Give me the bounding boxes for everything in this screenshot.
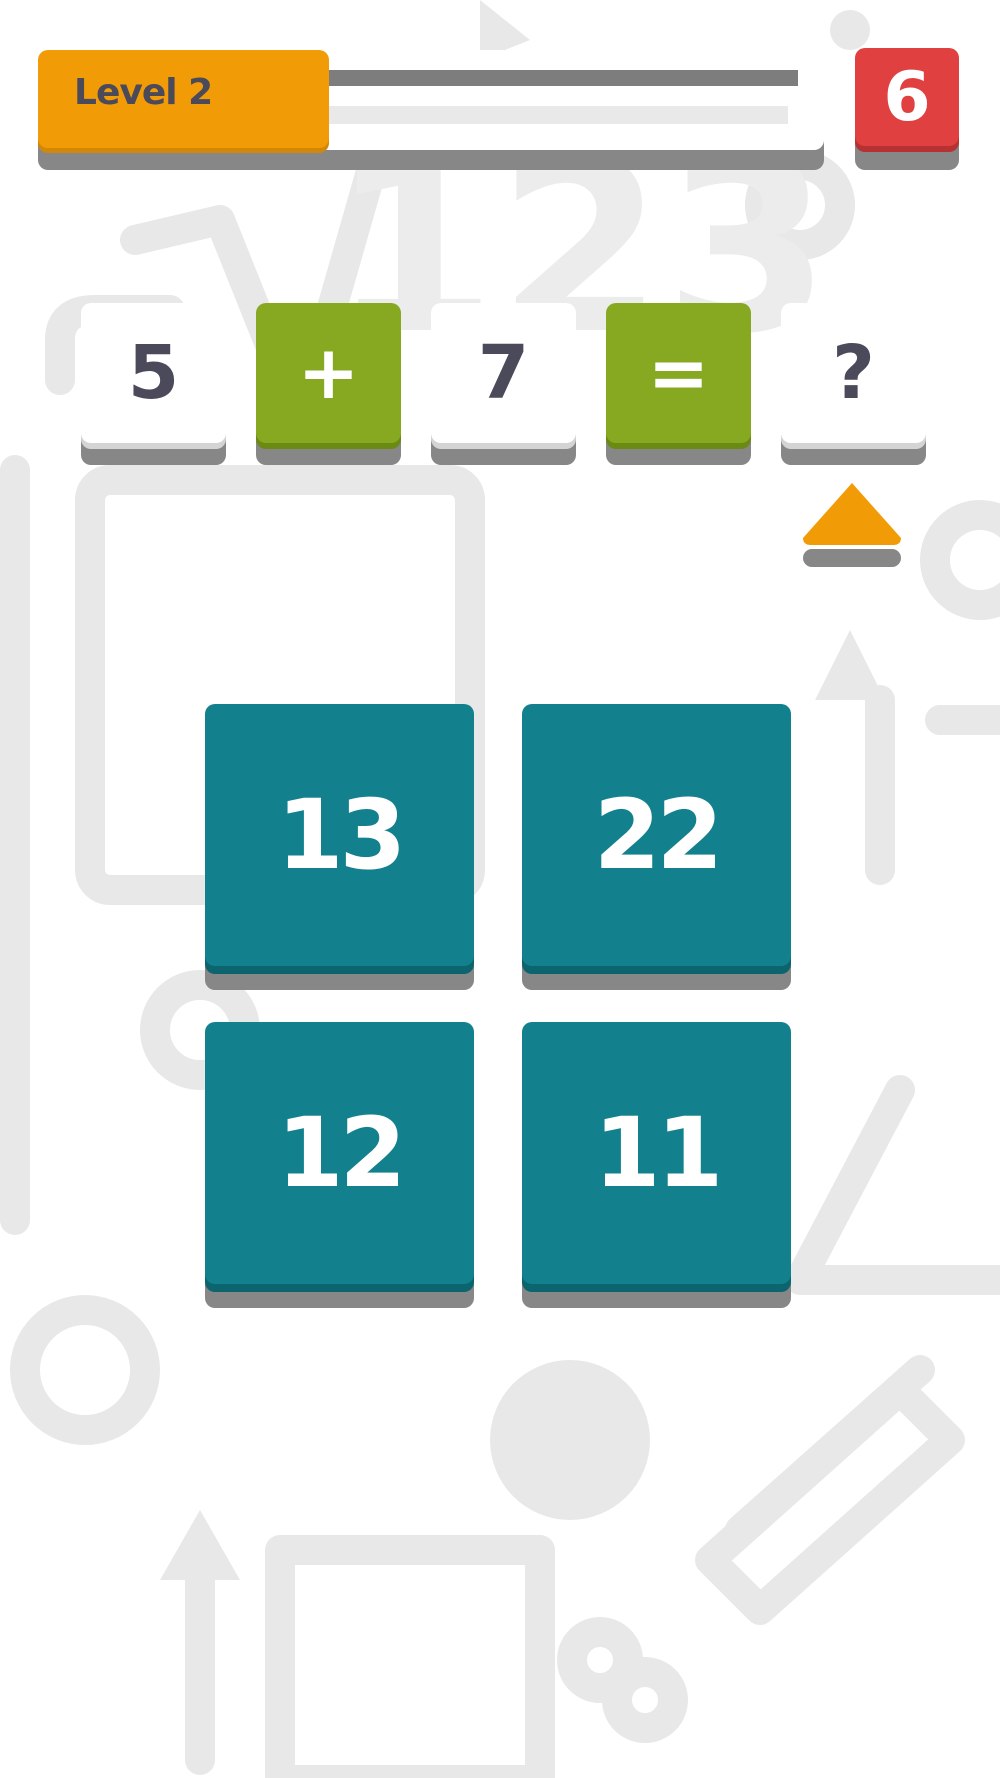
answer-option-1[interactable]: 13 xyxy=(205,704,474,966)
countdown-timer: 6 xyxy=(855,48,959,146)
answer-option-2[interactable]: 22 xyxy=(522,704,791,966)
answer-option-3[interactable]: 12 xyxy=(205,1022,474,1284)
scissors-bg xyxy=(557,1617,643,1703)
circle-bg xyxy=(490,1360,650,1520)
level-label: Level 2 xyxy=(74,72,213,113)
gear-bg-4 xyxy=(920,500,1000,620)
film-bg xyxy=(265,1535,555,1778)
flask-bg xyxy=(785,1075,1000,1295)
equation-result: ? xyxy=(781,303,926,443)
pencil-bg xyxy=(695,1375,965,1625)
answer-option-4[interactable]: 11 xyxy=(522,1022,791,1284)
level-progress-fill xyxy=(38,50,329,148)
equation-operand-b: 7 xyxy=(431,303,576,443)
equation-operator: + xyxy=(256,303,401,443)
gear-bg-3 xyxy=(10,1295,160,1445)
gear-bg-1 xyxy=(745,150,855,260)
triangle-up-icon xyxy=(803,483,901,567)
equation-operand-a: 5 xyxy=(81,303,226,443)
equation-equals: = xyxy=(606,303,751,443)
